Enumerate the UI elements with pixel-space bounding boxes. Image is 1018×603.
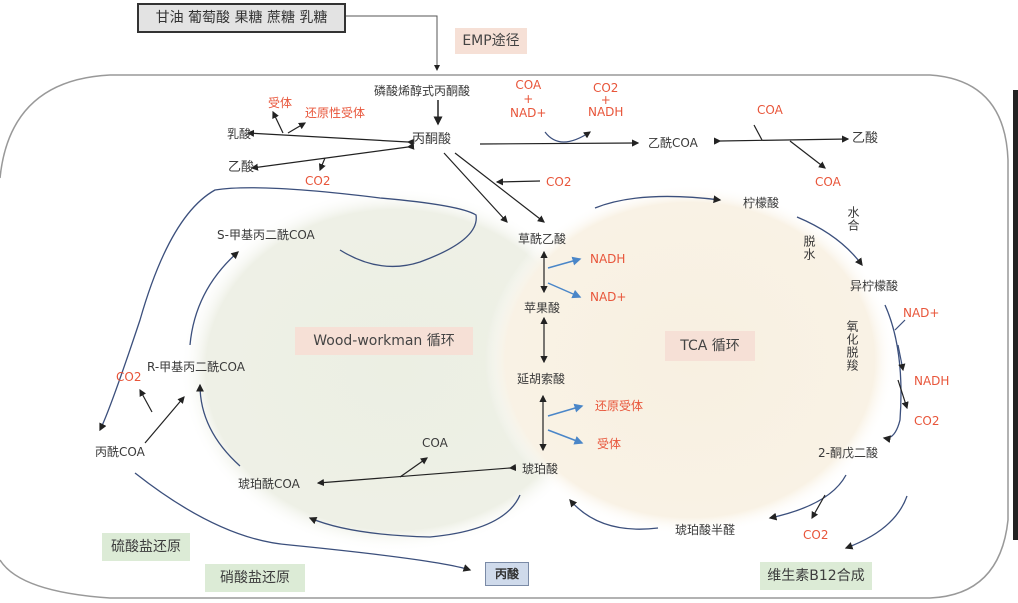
cofactor-co2-tca: CO2 (914, 414, 940, 428)
metabolite-citrate: 柠檬酸 (743, 196, 780, 210)
vitamin-b12-synthesis-label: 维生素B12合成 (760, 562, 872, 590)
wood-workman-cycle-region (180, 188, 610, 552)
metabolite-pep: 磷酸烯醇式丙酮酸 (374, 84, 471, 98)
note-hydration: 水合 (846, 206, 860, 232)
metabolite-pyruvate: 丙酮酸 (412, 132, 452, 147)
cofactor-co2-propionyl: CO2 (116, 370, 142, 384)
note-dehydration: 脱水 (802, 235, 816, 261)
metabolite-succinic-semialdehyde: 琥珀酸半醛 (675, 523, 736, 537)
metabolite-r-methylmalonyl-coa: R-甲基丙二酰COA (147, 360, 246, 374)
propionic-acid-box: 丙酸 (485, 562, 529, 586)
metabolite-oxaloacetate: 草酰乙酸 (518, 232, 567, 246)
metabolite-s-methylmalonyl-coa: S-甲基丙二酰COA (217, 228, 315, 242)
metabolite-succinyl-coa: 琥珀酰COA (238, 477, 300, 491)
cofactor-reduced-acceptor: 还原性受体 (305, 106, 366, 120)
metabolite-isocitrate: 异柠檬酸 (850, 279, 899, 293)
tca-cycle-label: TCA 循环 (665, 331, 755, 361)
cofactor-acceptor: 受体 (268, 96, 293, 110)
cofactor-nad-plus-tca: NAD+ (903, 306, 940, 320)
wood-workman-cycle-label: Wood-workman 循环 (295, 327, 473, 355)
cofactor-nadh-tca: NADH (914, 374, 950, 388)
cofactor-nad-plus: NAD+ (590, 290, 627, 304)
metabolite-propionyl-coa: 丙酰COA (95, 445, 145, 459)
cofactor-co2-semialdehyde: CO2 (803, 528, 829, 542)
metabolite-acetate-left: 乙酸 (228, 160, 255, 175)
cofactor-co2-carboxylation: CO2 (546, 175, 572, 189)
metabolite-fumarate: 延胡索酸 (517, 372, 566, 386)
cofactor-coa-succinyl: COA (422, 436, 448, 450)
nitrate-reduction-label: 硝酸盐还原 (205, 564, 305, 592)
metabolite-succinate: 琥珀酸 (522, 462, 559, 476)
metabolite-malate: 苹果酸 (524, 301, 561, 315)
cell-boundary (0, 74, 1009, 599)
cofactor-coa-nad: COA + NAD+ (510, 78, 547, 120)
source-connector (342, 15, 440, 71)
cofactor-acceptor-2: 受体 (597, 437, 622, 451)
cofactor-co2-acetate: CO2 (305, 174, 331, 188)
cofactor-reduced-acceptor-2: 还原受体 (595, 399, 644, 413)
metabolite-acetyl-coa: 乙酰COA (648, 136, 698, 150)
substrate-box: 甘油 葡萄酸 果糖 蔗糖 乳糖 (137, 3, 346, 33)
cofactor-coa-bottom: COA (815, 175, 841, 189)
note-oxidative-decarboxylation: 氧化脱羧 (845, 320, 859, 372)
cofactor-nadh: NADH (590, 252, 626, 266)
right-edge-bar (1013, 90, 1018, 540)
emp-pathway-label: EMP途径 (455, 28, 527, 54)
sulfate-reduction-label: 硫酸盐还原 (102, 533, 190, 561)
cofactor-coa-top: COA (757, 103, 783, 117)
metabolite-lactate: 乳酸 (227, 127, 252, 141)
metabolite-alpha-ketoglutarate: 2-酮戊二酸 (818, 446, 878, 460)
cofactor-co2-nadh: CO2 + NADH (588, 81, 624, 119)
metabolite-acetate-right: 乙酸 (852, 131, 879, 146)
